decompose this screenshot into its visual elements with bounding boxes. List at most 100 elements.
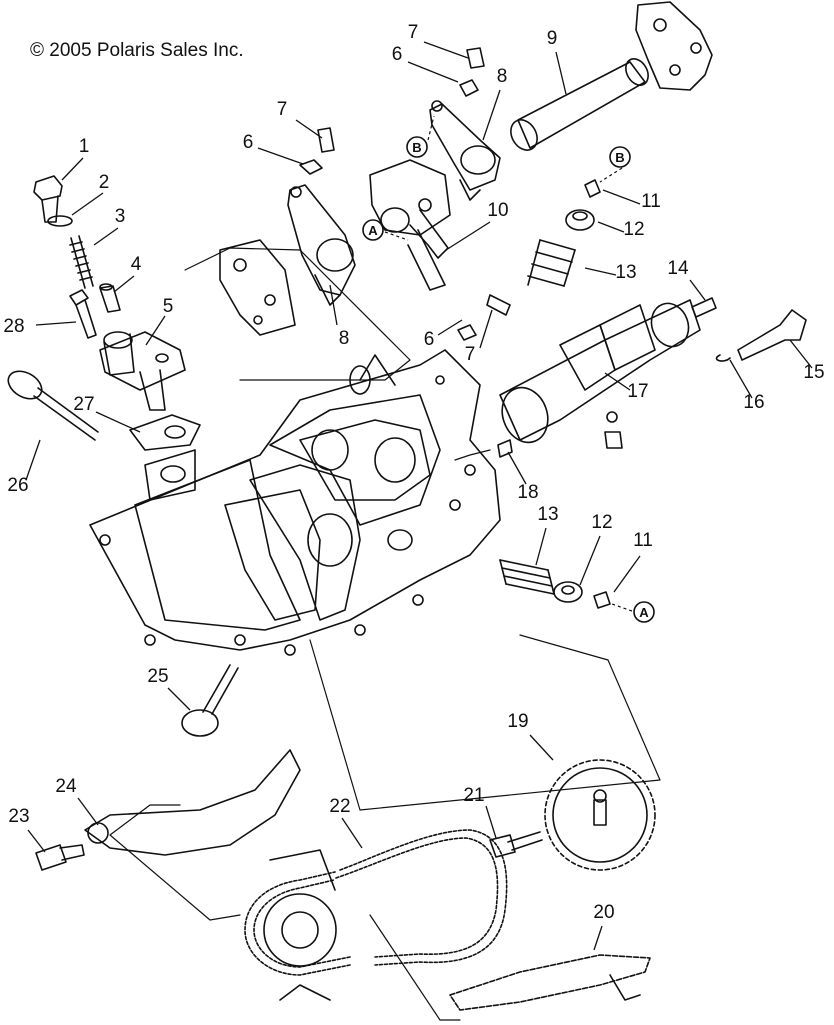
callout-valve-keeper: 11 (641, 191, 661, 212)
rocker-shaft (510, 58, 649, 151)
chain-guide (449, 954, 651, 1011)
reference-markers: A A B B (362, 115, 655, 623)
cam-sprocket (489, 759, 656, 871)
callout-valve-keeper: 11 (633, 530, 653, 551)
reference-marker-circle (633, 601, 655, 623)
leader-line (61, 157, 84, 181)
callout-rocker-arm: 8 (339, 328, 350, 349)
callout-spring-retainer: 12 (591, 512, 612, 533)
callout-intake-valve: 26 (7, 475, 28, 496)
leader-line (295, 119, 323, 139)
callout-rocker-arm: 8 (497, 66, 508, 87)
assembly-outline-lines (109, 247, 661, 1021)
callout-nut: 6 (243, 132, 254, 153)
bolt-washer-stud (33, 175, 94, 289)
leader-line (25, 439, 41, 481)
leader-line (27, 829, 46, 853)
reference-marker-letter: B (615, 150, 624, 165)
callout-exhaust-valve: 25 (147, 666, 168, 687)
callout-cam-sprocket: 19 (507, 711, 528, 732)
leader-line (167, 687, 191, 711)
leader-line (507, 451, 527, 485)
leader-line (689, 279, 706, 301)
leader-line (423, 41, 469, 59)
reference-marker-letter: A (368, 223, 378, 238)
reference-marker-letter: B (412, 140, 421, 155)
leader-line (437, 319, 463, 336)
leader-line (597, 221, 625, 233)
leader-line (479, 309, 493, 349)
rocker-bracket (219, 239, 296, 336)
callout-spring-retainer: 12 (623, 219, 644, 240)
callout-dowel-pin: 4 (131, 254, 142, 275)
leader-line (71, 192, 104, 216)
leader-line (485, 805, 497, 839)
leader-line (257, 147, 304, 165)
leader-line (329, 284, 338, 326)
cam-cover (635, 1, 713, 91)
callout-nut: 6 (392, 44, 403, 65)
leader-line (445, 221, 491, 251)
leader-line (113, 275, 135, 293)
callout-camshaft: 17 (627, 381, 648, 402)
reference-marker-circle (609, 146, 631, 168)
callout-cylinder-head-bolt: 1 (79, 136, 90, 157)
callout-sprocket-bolt: 21 (463, 785, 484, 806)
callout-washer: 2 (99, 172, 110, 193)
callout-chain-guide: 20 (593, 902, 614, 923)
callout-stud: 3 (115, 206, 126, 227)
leader-line (593, 925, 603, 951)
rocker-arms (287, 47, 511, 341)
callout-valve-spring: 13 (537, 504, 558, 525)
leader-line (482, 89, 501, 141)
callout-valve-spring: 13 (615, 262, 636, 283)
camshaft-group (497, 297, 807, 458)
leader-line (789, 339, 813, 369)
tensioner-blade (35, 749, 301, 871)
tensioner-group (69, 283, 201, 451)
marker-leader-line (427, 115, 435, 141)
callout-adjuster-screw: 7 (408, 22, 419, 43)
leader-line (535, 527, 547, 566)
callout-cam-chain: 22 (329, 796, 350, 817)
reference-marker-letter: A (639, 605, 649, 620)
marker-leader-line (599, 167, 623, 183)
callout-rocker-arm-assembly: 10 (487, 200, 508, 221)
callout-clip: 16 (743, 392, 764, 413)
callout-adjuster-screw: 7 (465, 344, 476, 365)
leader-line (77, 797, 99, 826)
callout-tensioner-blade: 24 (55, 776, 77, 797)
callout-pin: 14 (667, 258, 689, 279)
valve-spring-upper (527, 179, 601, 287)
leader-line (93, 227, 119, 246)
callout-bolt: 28 (3, 316, 24, 337)
callout-gasket: 27 (73, 394, 94, 415)
callout-decompression-lever: 15 (803, 362, 824, 383)
leader-line (729, 359, 753, 399)
valve-spring-lower (499, 559, 611, 609)
callout-rocker-shaft: 9 (547, 28, 558, 49)
leader-line (529, 734, 554, 761)
callout-dowel-pin: 18 (517, 482, 538, 503)
reference-marker-circle (406, 136, 428, 158)
cylinder-head (89, 349, 501, 656)
callout-adjuster-screw: 7 (277, 99, 288, 120)
leader-line (584, 267, 617, 276)
leader-line (579, 535, 601, 586)
callout-chain-tensioner: 5 (163, 296, 174, 317)
leader-line (35, 321, 77, 326)
leader-line (555, 51, 567, 95)
cam-chain (244, 829, 508, 976)
leader-line (407, 61, 459, 83)
marker-leader-line (384, 231, 409, 241)
leader-line (145, 315, 166, 346)
callout-pivot-bolt: 23 (8, 806, 29, 827)
leader-line (341, 817, 363, 849)
valves (7, 370, 239, 737)
callout-leaders (25, 41, 813, 951)
marker-leader-line (611, 603, 633, 612)
leader-line (613, 555, 641, 593)
